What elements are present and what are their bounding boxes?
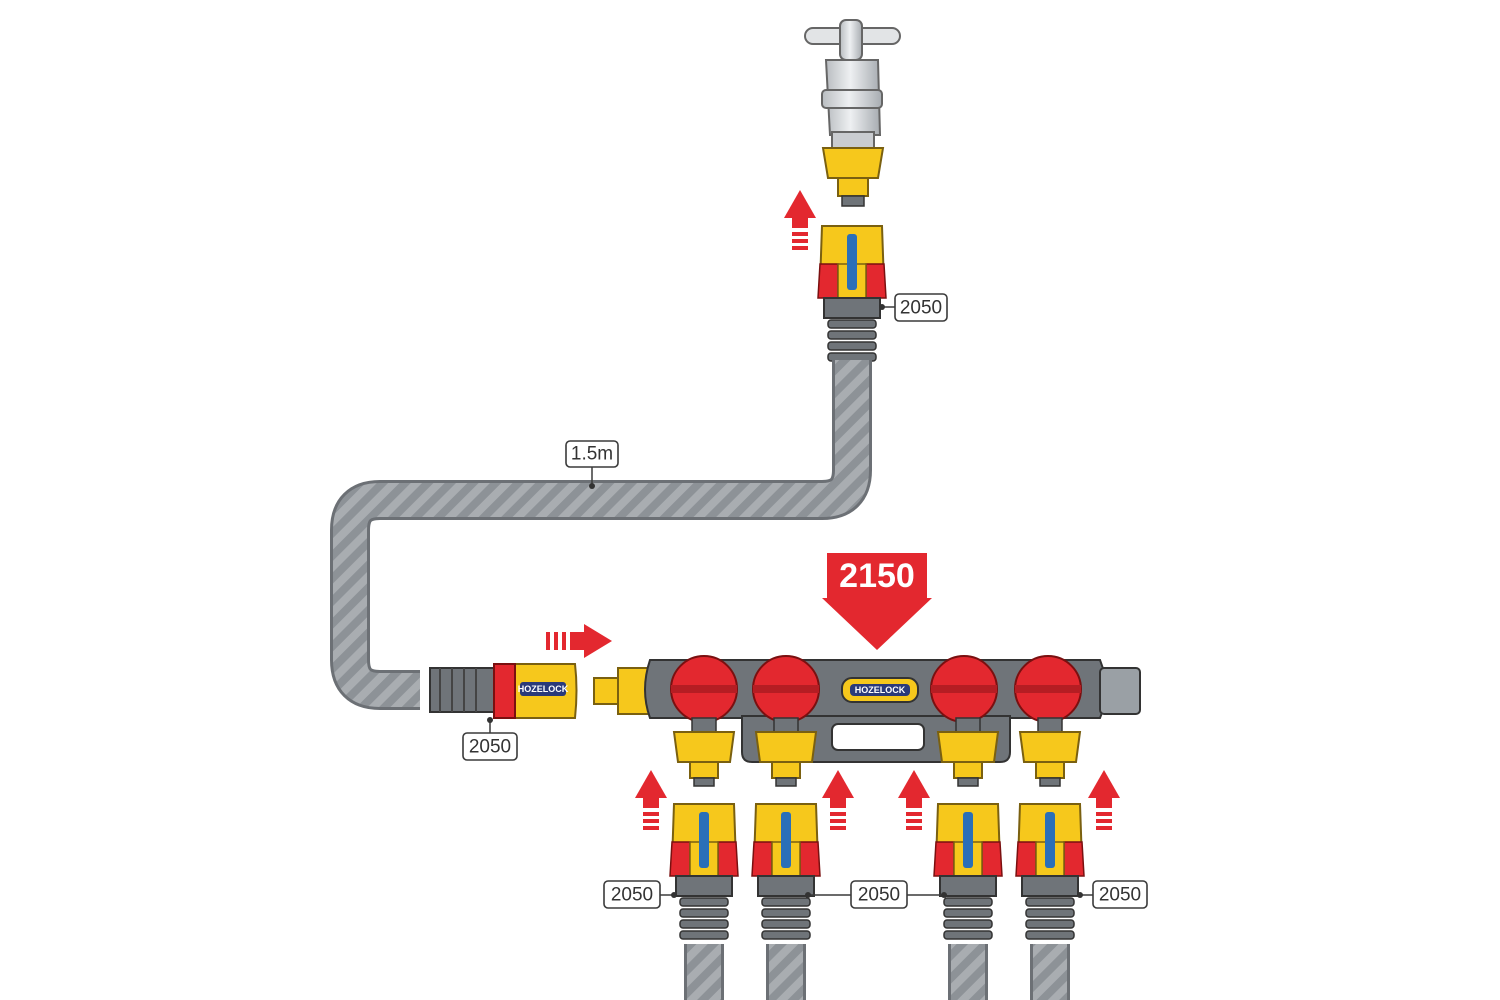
garden-hose-outlet [769,944,803,1000]
part-label-left-connector: 2050 [462,717,518,761]
part-label-outlet-middle: 2050 [805,880,947,909]
tap-connector [821,147,885,207]
part-number: 2050 [858,885,900,906]
part-number: 2050 [469,737,511,758]
manifold-part-callout: 2150 [822,553,932,650]
hose-length-label: 1.5m [565,440,619,489]
garden-hose-outlet [951,944,985,1000]
valve-knob [1014,655,1082,723]
valve-knob [752,655,820,723]
hose-length: 1.5m [571,444,613,465]
part-label-outlet-left: 2050 [603,880,677,909]
valve-group [670,655,1082,723]
hose-connector-outlet [669,803,739,940]
svg-text:HOZELOCK: HOZELOCK [855,685,906,695]
outlet-group [635,717,1120,1000]
arrow-up-icon [784,190,816,250]
tap-icon [804,19,901,149]
outlet-2 [751,717,854,1000]
manifold-part-number: 2150 [839,557,915,595]
garden-hose-outlet [687,944,721,1000]
svg-text:HOZELOCK: HOZELOCK [518,684,569,694]
outlet-3 [898,717,1003,1000]
arrow-right-icon [546,624,612,658]
part-number: 2050 [900,298,942,319]
garden-hose [330,360,872,710]
arrow-up-icon [822,770,854,830]
arrow-up-icon [784,190,816,250]
hose-connector-outlet [1015,803,1085,940]
hose-connector-top [817,225,887,362]
part-number: 2050 [1099,885,1141,906]
outlet-1 [635,717,739,1000]
hose-connector-outlet [933,803,1003,940]
garden-hose-outlet [1033,944,1067,1000]
part-number: 2050 [611,885,653,906]
valve-knob [670,655,738,723]
hose-connector-top [817,225,887,362]
part-label-tap-connector: 2050 [879,293,948,322]
arrow-up-icon [635,770,667,830]
part-label-outlet-right: 2050 [1077,880,1148,909]
hose-connector-left: HOZELOCK [429,663,578,719]
arrow-up-icon [1088,770,1120,830]
valve-knob [930,655,998,723]
arrow-up-icon [898,770,930,830]
outlet-4 [1015,717,1120,1000]
hose-connector-outlet [751,803,821,940]
